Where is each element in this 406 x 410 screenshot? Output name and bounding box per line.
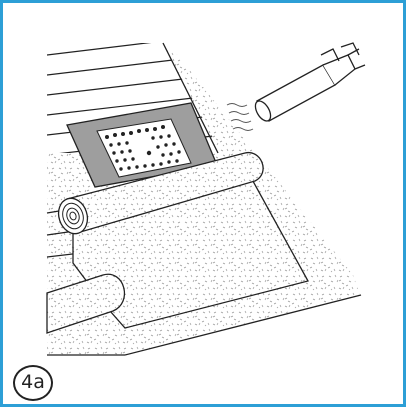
step-badge: 4a — [13, 365, 53, 401]
torch-icon — [254, 42, 366, 122]
second-membrane-roll — [46, 273, 125, 334]
membrane-roll — [57, 152, 264, 235]
roofing-illustration — [46, 42, 366, 356]
heat-waves-icon — [226, 103, 254, 131]
step-label: 4a — [21, 371, 45, 393]
roof-edge — [47, 294, 362, 356]
